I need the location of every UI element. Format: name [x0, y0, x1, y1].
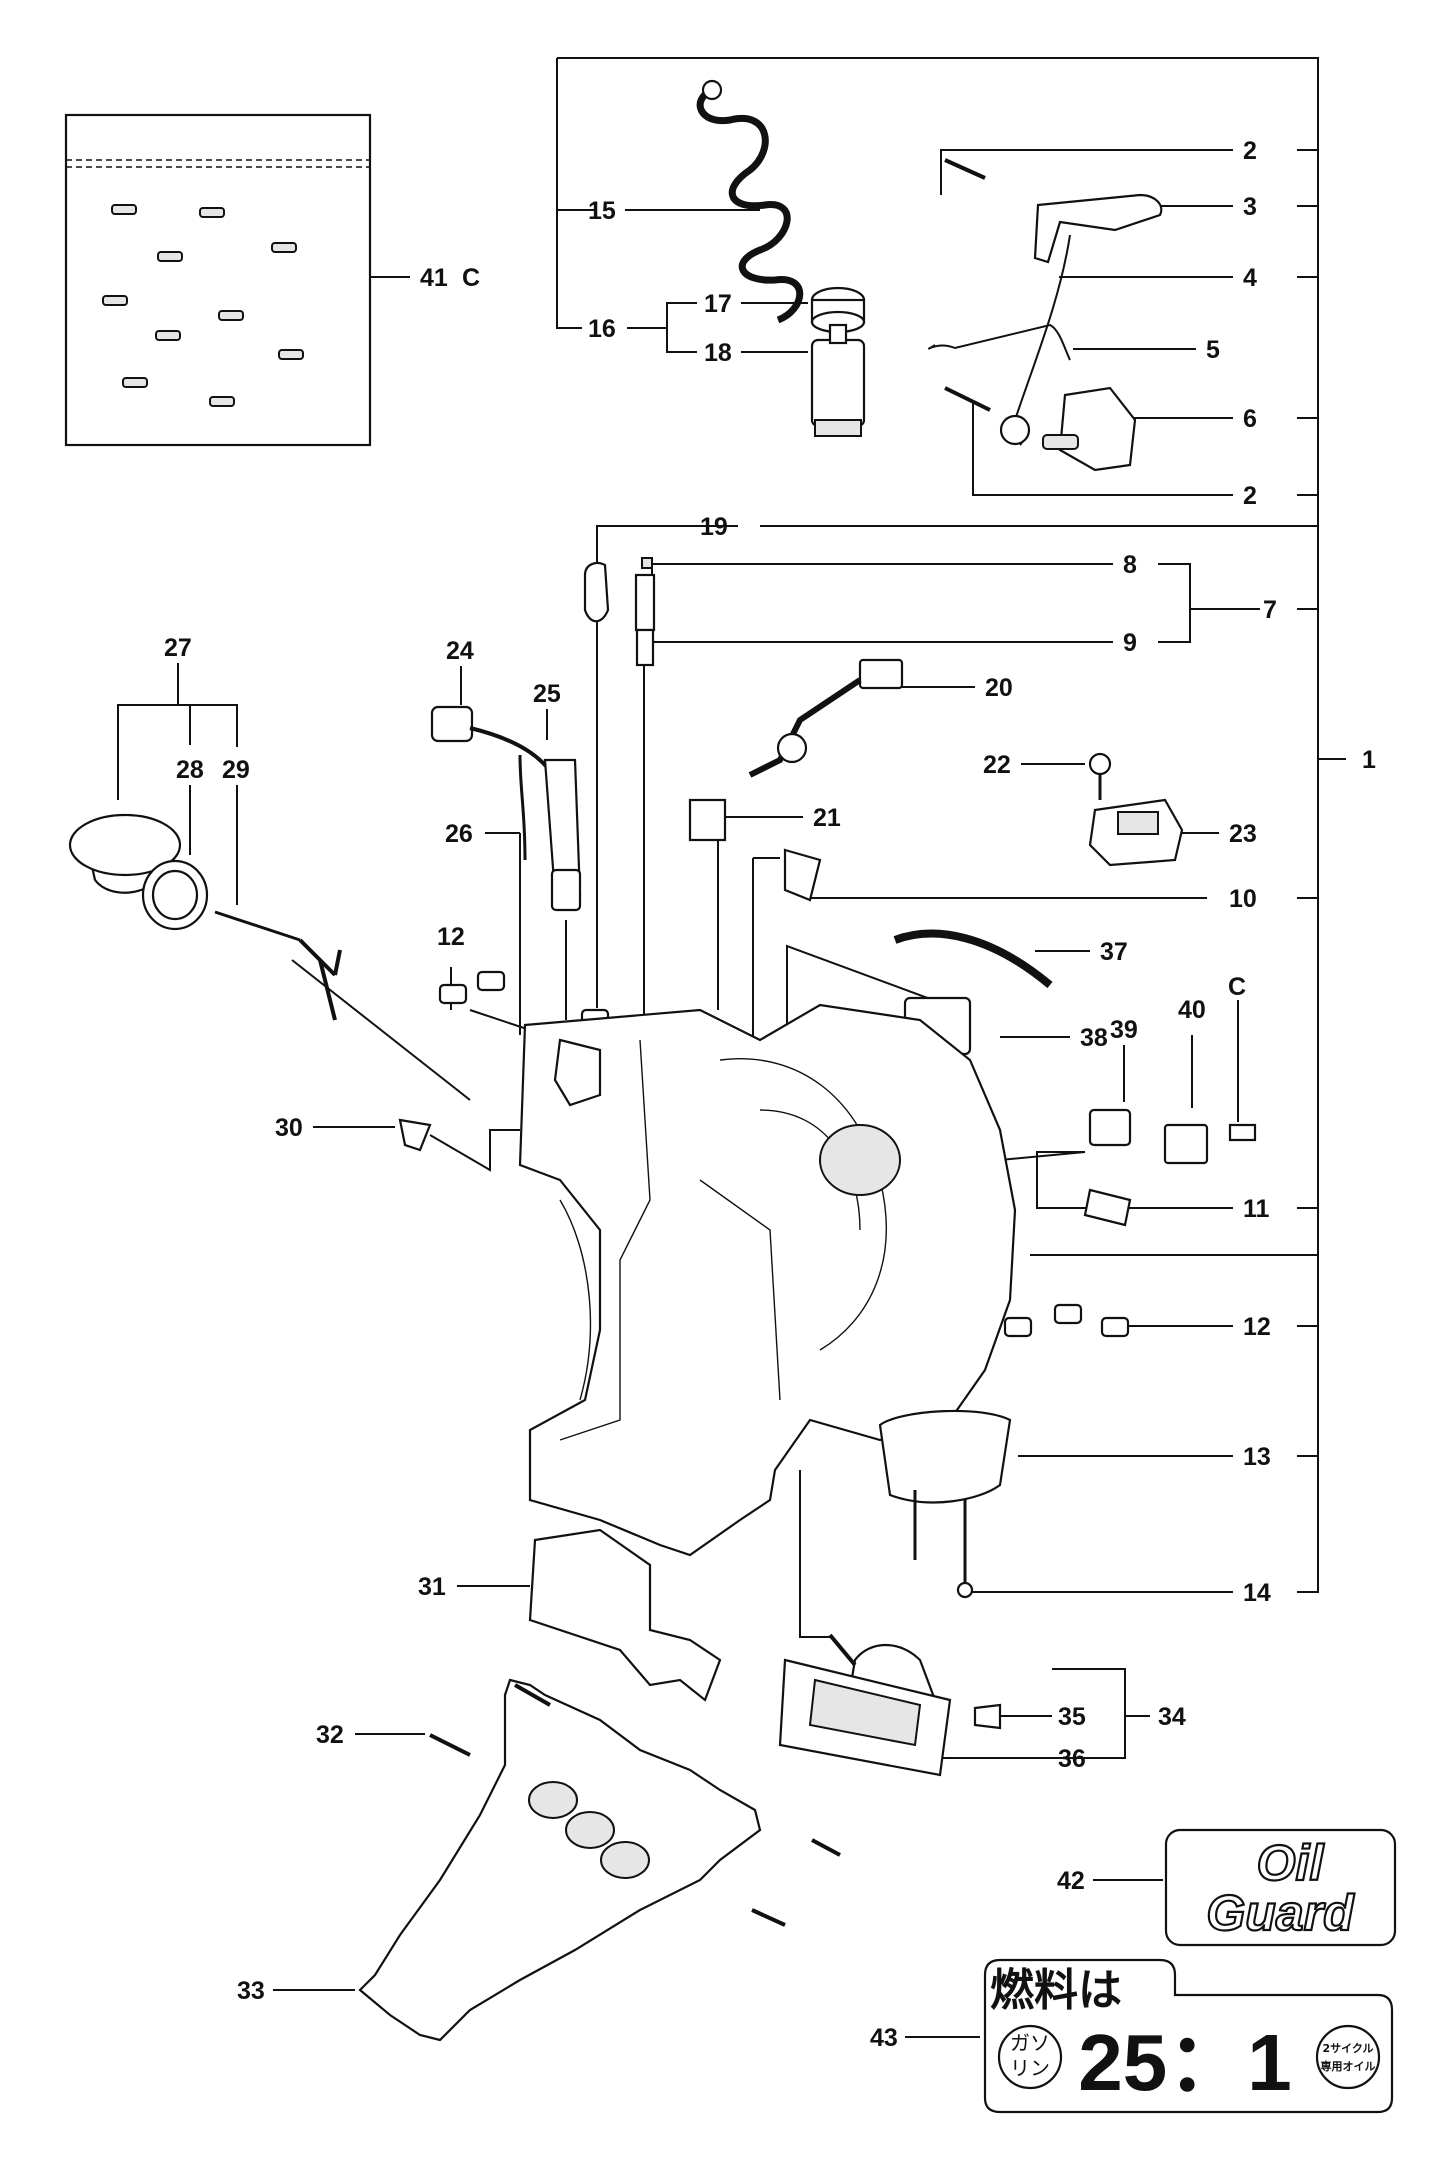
callout-28: 28 [176, 756, 204, 784]
callout-22: 22 [983, 751, 1011, 779]
callout-39: 39 [1110, 1016, 1138, 1044]
callout-29: 29 [222, 756, 250, 784]
callout-26: 26 [445, 820, 473, 848]
small-fittings-right [1083, 1108, 1257, 1227]
oil-guard-line2: Guard [1206, 1885, 1355, 1941]
callout-23: 23 [1229, 820, 1257, 848]
callout-12: 12 [437, 923, 465, 951]
callout-42: 42 [1057, 1867, 1085, 1895]
callout-41-suffix: C [462, 264, 480, 292]
oil-guard-line1: Oil [1257, 1835, 1325, 1891]
callout-9: 9 [1123, 629, 1137, 657]
callout-3: 3 [1243, 193, 1257, 221]
fuel-hose-part [696, 79, 804, 324]
skid-plate-part [358, 1678, 841, 2042]
callout-36: 36 [1058, 1745, 1086, 1773]
callout-40: 40 [1178, 996, 1206, 1024]
callout-21: 21 [813, 804, 841, 832]
callout-24: 24 [446, 637, 474, 665]
callout-41: 41 [420, 264, 448, 292]
fuel-ratio-label: 燃料は ガソ リン 25：1 2サイクル 専用オイル [983, 1958, 1394, 2114]
callout-6: 6 [1243, 405, 1257, 433]
callout-19: 19 [700, 513, 728, 541]
callout-7: 7 [1263, 596, 1277, 624]
callout-13: 13 [1243, 1443, 1271, 1471]
callout-14: 14 [1243, 1579, 1271, 1607]
twostroke-top: 2サイクル [1322, 2042, 1373, 2055]
callout-11: 11 [1243, 1195, 1270, 1223]
callout-20: 20 [985, 674, 1013, 702]
callout-33: 33 [237, 1977, 265, 2005]
gasoline-top: ガソ [1010, 2031, 1050, 2055]
fuel-ratio: 25：1 [1078, 2018, 1291, 2107]
callout-35: 35 [1058, 1703, 1086, 1731]
callout-25: 25 [533, 680, 561, 708]
callout-32: 32 [316, 1721, 344, 1749]
callout-37: 37 [1100, 938, 1128, 966]
callout-2b: 2 [1243, 482, 1257, 510]
callout-38: 38 [1080, 1024, 1108, 1052]
callout-30: 30 [275, 1114, 303, 1142]
callout-12b: 12 [1243, 1313, 1271, 1341]
callout-31: 31 [418, 1573, 446, 1601]
fuel-heading: 燃料は [990, 1965, 1122, 2016]
intake-boot-parts [68, 813, 342, 1021]
callout-C: C [1228, 973, 1246, 1001]
callout-43: 43 [870, 2024, 898, 2052]
callout-2: 2 [1243, 137, 1257, 165]
callout-27: 27 [164, 634, 192, 662]
fuel-filter-part [810, 286, 866, 437]
twostroke-bottom: 専用オイル [1321, 2059, 1376, 2073]
throttle-trigger-part [927, 158, 1163, 472]
stop-switch-parts [583, 557, 656, 667]
callout-1: 1 [1362, 746, 1376, 774]
callout-4: 4 [1243, 264, 1257, 292]
wire-harness-part [748, 658, 904, 778]
callout-18: 18 [704, 339, 732, 367]
callout-17: 17 [704, 290, 732, 318]
callout-16: 16 [588, 315, 616, 343]
callout-8: 8 [1123, 551, 1137, 579]
plate-screws [878, 1409, 1012, 1599]
callout-15: 15 [588, 197, 616, 225]
callout-5: 5 [1206, 336, 1220, 364]
lower-parts [528, 1528, 1002, 1777]
oil-guard-label: Oil Guard [1164, 1828, 1397, 1947]
callout-numbers: 1 2 3 4 5 6 2 19 8 7 9 15 16 17 18 41 C … [164, 137, 1376, 2052]
callout-34: 34 [1158, 1703, 1186, 1731]
callout-10: 10 [1229, 885, 1257, 913]
crankcase-housing [518, 1003, 1017, 1557]
switch-parts [1088, 752, 1184, 867]
gasoline-bottom: リン [1010, 2056, 1050, 2080]
primer-and-choke-parts [430, 705, 582, 912]
bag-of-screws [64, 113, 372, 447]
clip-parts [398, 798, 822, 1152]
